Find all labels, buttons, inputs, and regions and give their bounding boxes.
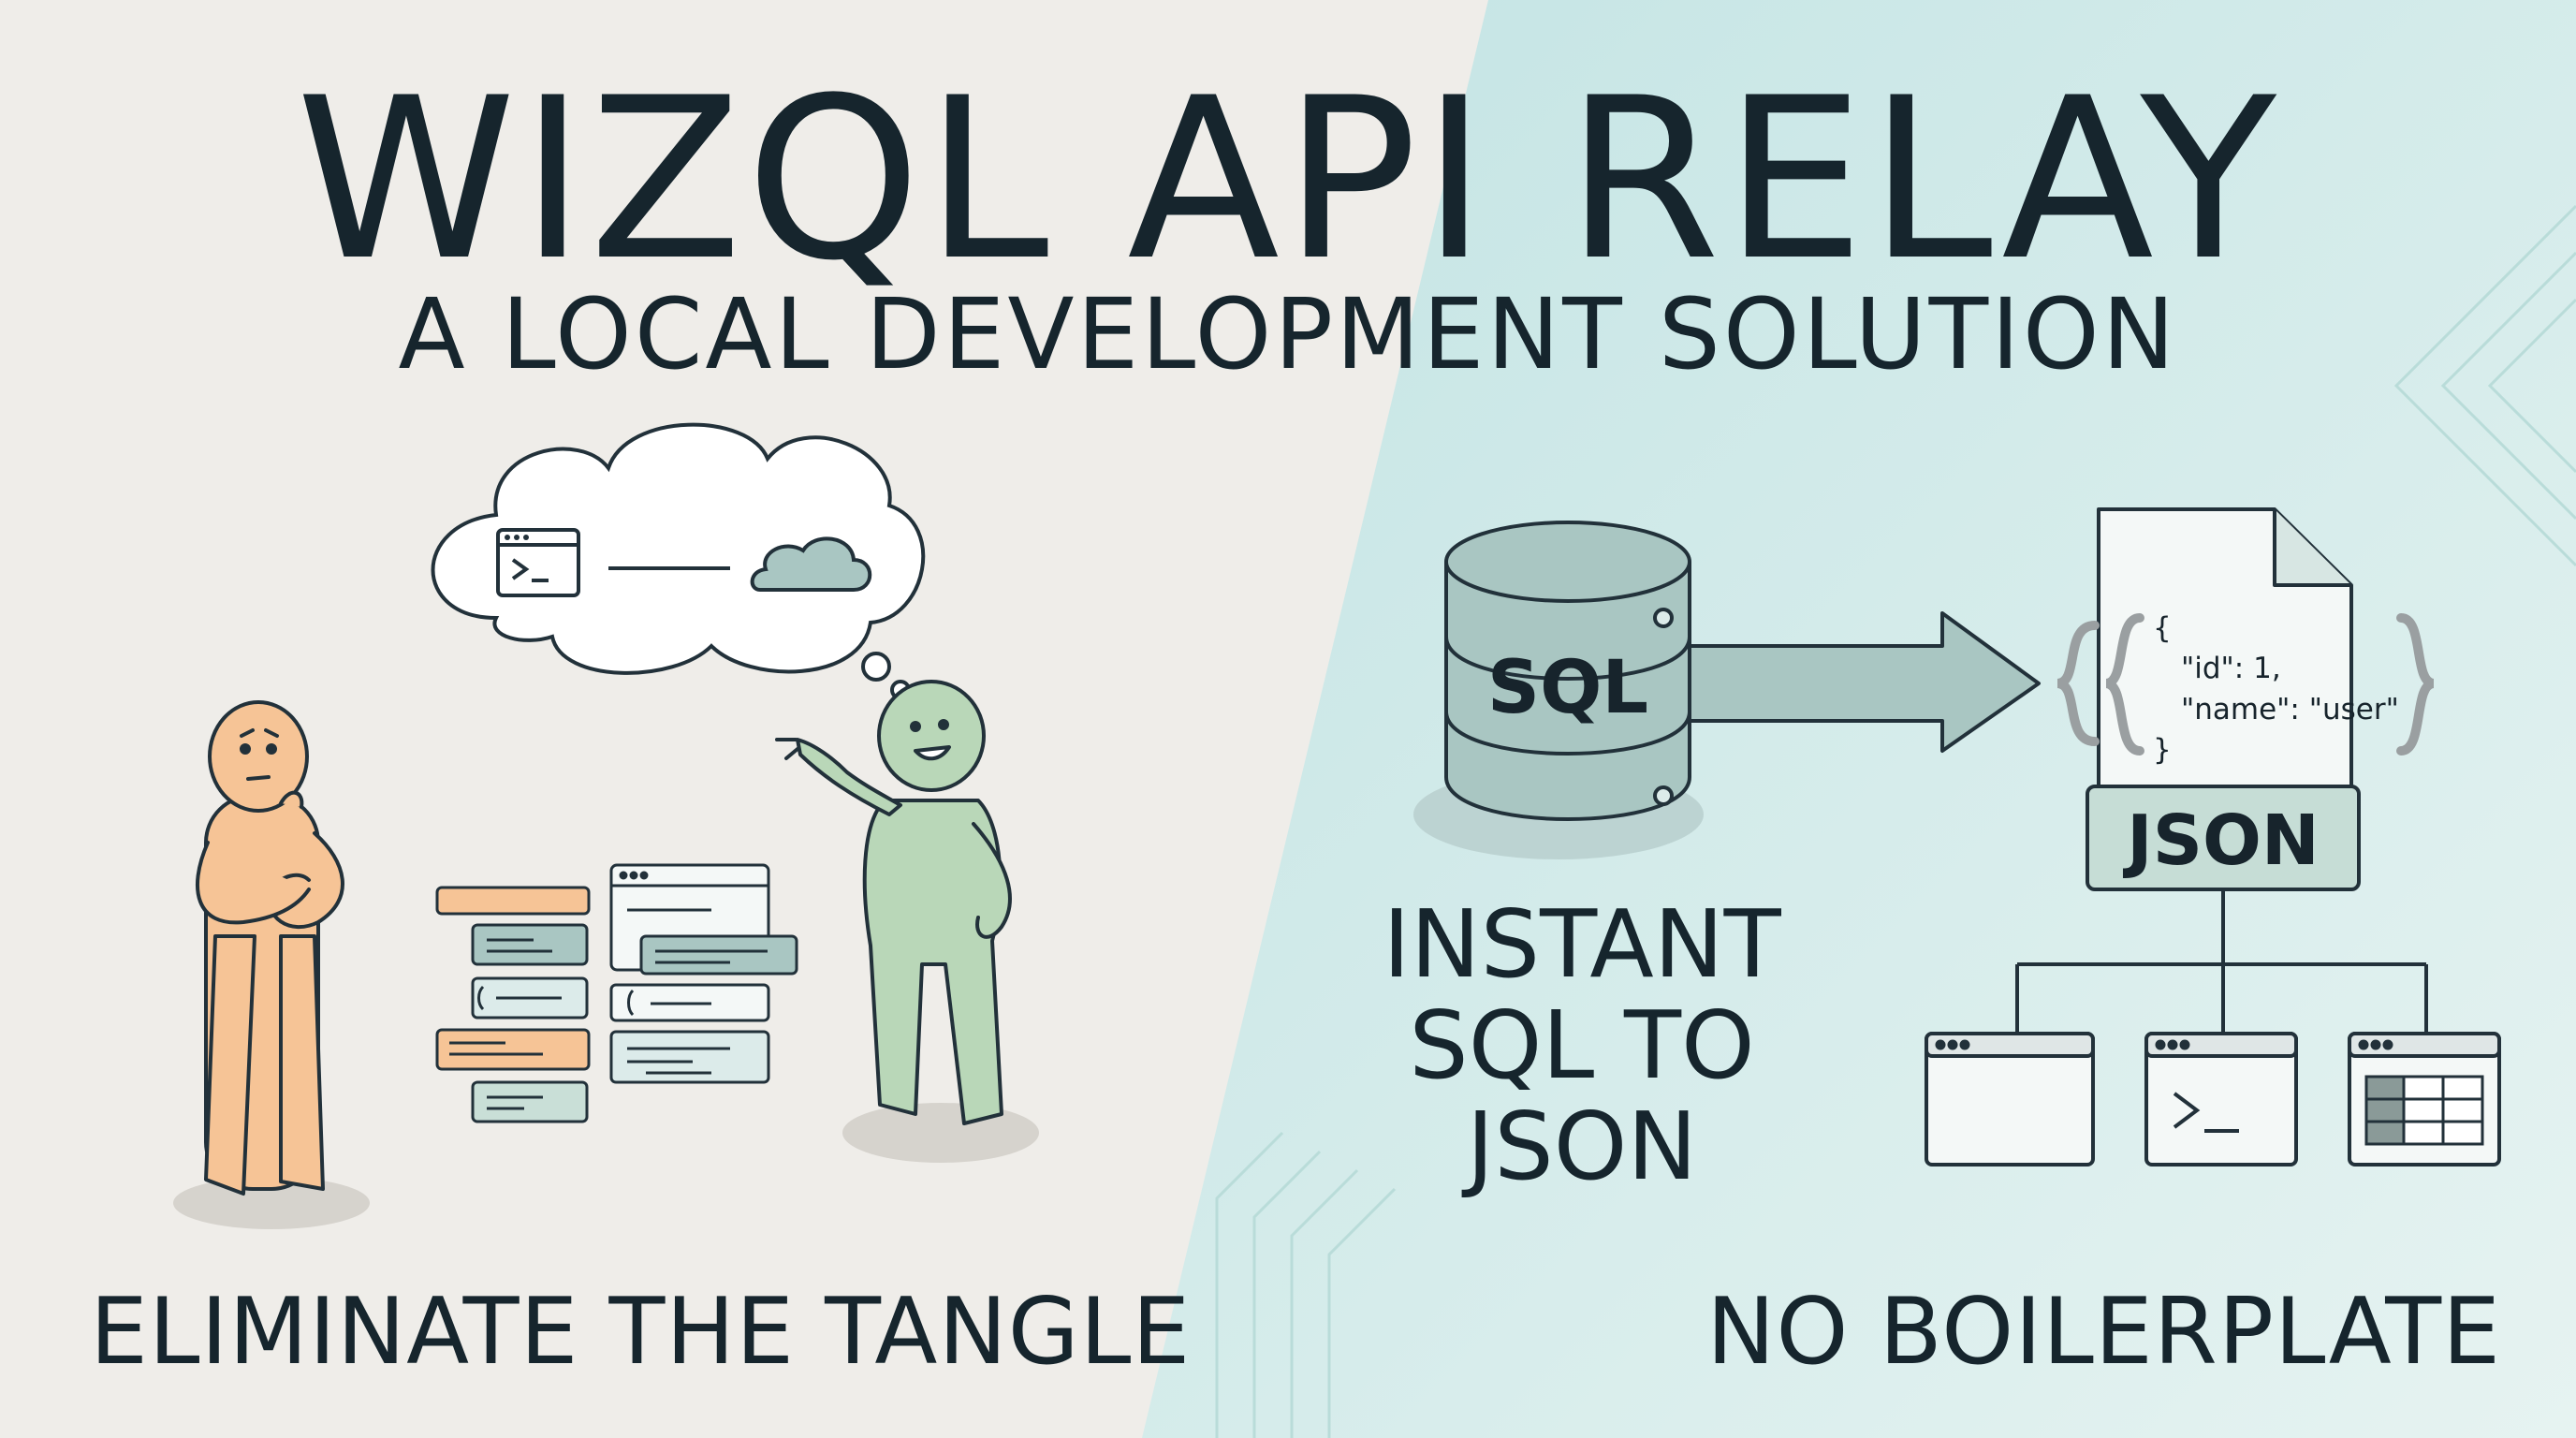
code-line: "id": 1, xyxy=(2181,652,2281,686)
code-block xyxy=(435,886,591,916)
browser-window-icon xyxy=(1925,1032,2095,1167)
arrow-right-icon xyxy=(1688,611,2041,753)
code-line: "name": "user" xyxy=(2181,692,2399,726)
page-subtitle: A LOCAL DEVELOPMENT SOLUTION xyxy=(398,277,2178,391)
code-block xyxy=(471,923,589,966)
page-title: WIZQL API RELAY xyxy=(296,51,2280,310)
confused-person xyxy=(196,700,344,1196)
code-line: { xyxy=(2153,611,2172,645)
json-label: JSON xyxy=(2127,800,2320,881)
code-block xyxy=(609,1030,770,1084)
right-caption: NO BOILERPLATE xyxy=(1706,1279,2501,1386)
database-label: SQL xyxy=(1486,646,1649,730)
document-icon xyxy=(2086,507,2361,891)
left-caption: ELIMINATE THE TANGLE xyxy=(90,1279,1192,1386)
happy-person xyxy=(775,680,1012,1125)
code-block xyxy=(435,1028,591,1071)
center-caption: INSTANT SQL TO JSON xyxy=(1383,889,1781,1201)
curly-braces-decoration xyxy=(2056,613,2436,756)
code-line: } xyxy=(2153,733,2172,768)
database-icon xyxy=(1444,521,1691,821)
terminal-icon xyxy=(2144,1032,2298,1167)
code-block xyxy=(639,934,798,976)
table-icon xyxy=(2348,1032,2501,1167)
code-block xyxy=(471,1080,589,1123)
tree-connectors xyxy=(2015,889,2428,1034)
circuit-lines-decoration xyxy=(1215,204,2576,1438)
cloud-icon xyxy=(750,536,872,592)
tangled-code-blocks xyxy=(435,863,798,1123)
terminal-window-icon xyxy=(496,528,580,597)
json-code-snippet: { "id": 1, "name": "user" } xyxy=(2153,609,2399,771)
shadow-right-person xyxy=(842,1103,1039,1163)
